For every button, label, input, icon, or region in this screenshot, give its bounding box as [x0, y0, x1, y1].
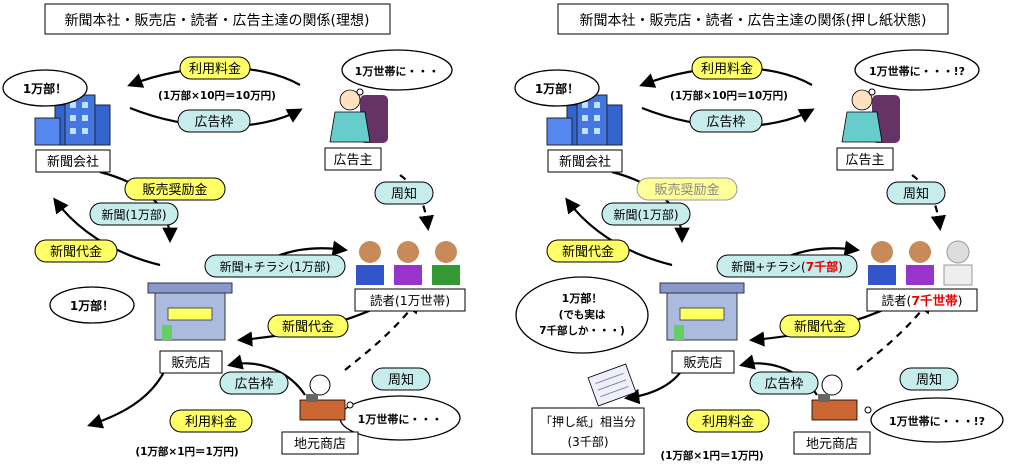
- notice-top-text: 周知: [903, 186, 929, 202]
- readers-people-icon: [868, 241, 972, 285]
- newspaper-company-label: 新聞会社: [559, 154, 611, 170]
- cloud-local-text: 1万世帯に・・・: [358, 412, 443, 426]
- paper-flyer-text: 新聞+チラシ(1万部): [220, 259, 331, 274]
- newspaper-company-label: 新聞会社: [47, 154, 99, 170]
- title: 新聞本社・販売店・読者・広告主達の関係(理想): [65, 12, 370, 29]
- paper-fee-reader-text: 新聞代金: [794, 319, 846, 335]
- title: 新聞本社・販売店・読者・広告主達の関係(押し紙状態): [580, 12, 927, 29]
- advertiser-label: 広告主: [845, 153, 884, 168]
- cloud-company-text: 1万部！: [23, 81, 67, 96]
- calc-bottom: (1万部×1円＝1万円): [135, 445, 238, 458]
- paper-fee-left-text: 新聞代金: [50, 244, 102, 260]
- local-shop-person-icon: [812, 375, 857, 420]
- readers-label: 読者(7千世帯): [882, 293, 963, 308]
- panel-ideal: 新聞本社・販売店・読者・広告主達の関係(理想) 新聞会社 1万部！ 広告主 1万…: [0, 0, 512, 468]
- readers-people-icon: [356, 241, 460, 285]
- ad-slot-top-text: 広告枠: [194, 115, 233, 130]
- paper-count-text: 新聞(1万部): [102, 207, 167, 222]
- paper-flyer-text: 新聞+チラシ(7千部): [731, 259, 843, 274]
- calc-top: (1万部×10円＝10万円): [158, 89, 276, 102]
- shop-label: 販売店: [171, 355, 210, 371]
- advertiser-person-icon: [330, 90, 388, 143]
- ad-slot-bottom-text: 広告枠: [234, 377, 273, 392]
- sales-incentive-text: 販売奨励金: [654, 182, 719, 198]
- diagram-oshigami: 新聞本社・販売店・読者・広告主達の関係(押し紙状態) 新聞会社 1万部！ 広告主…: [512, 0, 1024, 468]
- paper-fee-reader-text: 新聞代金: [282, 319, 334, 335]
- ad-slot-top-text: 広告枠: [706, 115, 745, 130]
- cloud-company-text: 1万部！: [535, 81, 579, 96]
- advertiser-label: 広告主: [333, 153, 372, 168]
- local-shop-person-icon: [300, 375, 345, 420]
- fee-top-text: 利用料金: [701, 61, 753, 77]
- cloud-local-text: 1万世帯に・・・!?: [889, 414, 985, 428]
- notice-bottom-text: 周知: [388, 372, 414, 388]
- panel-oshigami: 新聞本社・販売店・読者・広告主達の関係(押し紙状態) 新聞会社 1万部！ 広告主…: [512, 0, 1024, 468]
- ad-slot-bottom-text: 広告枠: [764, 377, 803, 392]
- advertiser-person-icon: [842, 90, 900, 143]
- cloud-shop-l1: 1万部！: [562, 291, 603, 305]
- cloud-advertiser-text: 1万世帯に・・・!?: [869, 64, 965, 78]
- notice-top-text: 周知: [391, 186, 417, 202]
- notice-bottom-text: 周知: [916, 372, 942, 388]
- readers-label: 読者(1万世帯): [370, 293, 450, 308]
- cloud-shop-l3: 7千部しか・・・): [539, 324, 625, 337]
- paper-fee-left-text: 新聞代金: [562, 244, 614, 260]
- fee-bottom-text: 利用料金: [185, 414, 237, 430]
- cloud-shop-text: 1万部！: [70, 298, 114, 313]
- fee-top-text: 利用料金: [189, 61, 241, 77]
- fee-bottom-text: 利用料金: [702, 414, 754, 430]
- newspaper-stack-icon: [588, 364, 636, 406]
- cloud-advertiser-text: 1万世帯に・・・: [355, 64, 440, 78]
- shop-building-icon: [148, 283, 232, 340]
- calc-top: (1万部×10円＝10万円): [670, 89, 788, 102]
- calc-bottom: (1万部×1円＝1万円): [660, 449, 763, 462]
- shop-label: 販売店: [683, 355, 722, 371]
- oshigami-l2: (3千部): [568, 434, 609, 449]
- sales-incentive-text: 販売奨励金: [142, 182, 207, 198]
- oshigami-l1: 「押し紙」相当分: [540, 414, 636, 429]
- local-shop-label: 地元商店: [806, 437, 858, 452]
- shop-building-icon: [660, 283, 744, 340]
- diagram-ideal: 新聞本社・販売店・読者・広告主達の関係(理想) 新聞会社 1万部！ 広告主 1万…: [0, 0, 512, 468]
- paper-count-text: 新聞(1万部): [614, 207, 679, 222]
- local-shop-label: 地元商店: [294, 437, 346, 452]
- cloud-shop-l2: (でも実は: [559, 308, 606, 321]
